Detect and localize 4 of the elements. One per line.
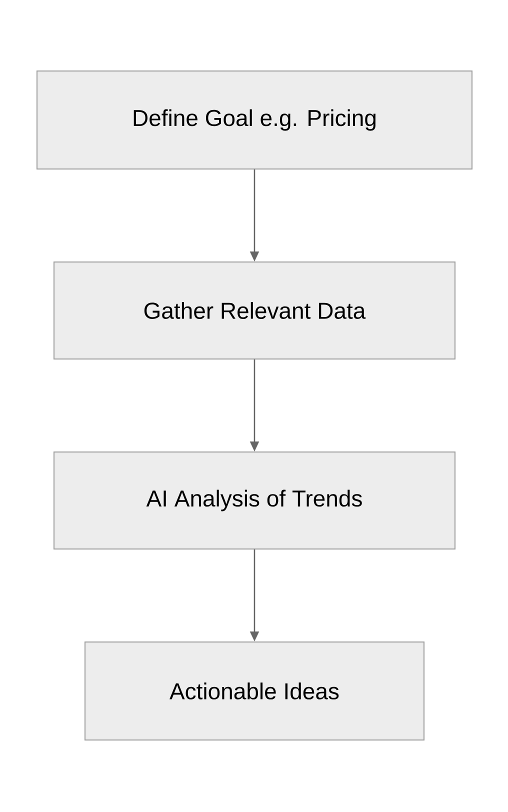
process-box: AI Analysis of Trends <box>54 452 456 550</box>
process-box: Actionable Ideas <box>84 642 424 740</box>
process-box: Define Goal e.g. Pricing <box>36 70 472 170</box>
process-box: Gather Relevant Data <box>54 262 456 360</box>
